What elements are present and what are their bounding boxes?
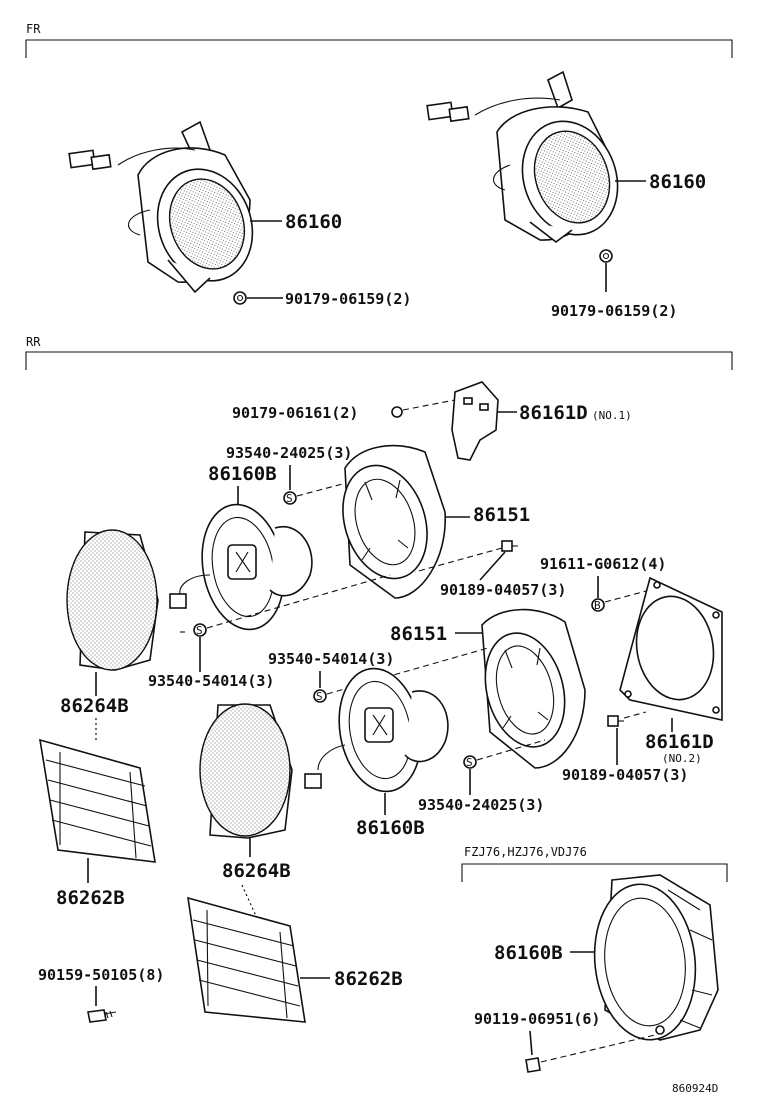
variant-bracket: [461, 863, 728, 882]
bolt-marker-icon: B: [594, 599, 601, 612]
label-fr-speaker-right: 86160: [649, 171, 706, 193]
label-variant: FZJ76,HZJ76,VDJ76: [464, 845, 587, 859]
label-box-lower: 86151: [390, 623, 447, 645]
label-cover-lower: 86264B: [222, 860, 291, 882]
nut-bracket-icon: [391, 406, 403, 418]
label-clip-lower: 90189-04057(3): [562, 766, 688, 784]
label-bracket-no1-part: 86161D: [519, 402, 588, 424]
section-label-front: FR: [26, 22, 41, 36]
screw-marker-icon-3: S: [316, 690, 323, 703]
label-grille-upper: 86262B: [56, 887, 125, 909]
speaker-box-lower: [481, 608, 586, 769]
speaker-box-upper: [342, 445, 446, 599]
label-grille-lower: 86262B: [334, 968, 403, 990]
label-clip-upper: 90189-04057(3): [440, 581, 566, 599]
label-fr-nut-left: 90179-06159(2): [285, 290, 411, 308]
label-nut-bracket: 90179-06161(2): [232, 404, 358, 422]
label-screw-upper-speaker: 93540-54014(3): [148, 672, 274, 690]
cover-lower: [199, 703, 293, 839]
label-fr-speaker-left: 86160: [285, 211, 342, 233]
screw-lower-speaker-icon: S: [313, 689, 327, 703]
label-screw-upper-box: 93540-24025(3): [226, 444, 352, 462]
section-bracket-rear: [25, 351, 733, 370]
screw-marker-icon-4: S: [466, 756, 473, 769]
variant-screw-icon: [525, 1057, 541, 1073]
speaker-upper: [169, 503, 313, 631]
clip-upper-icon: [501, 540, 518, 552]
label-cover-upper: 86264B: [60, 695, 129, 717]
label-variant-speaker: 86160B: [494, 942, 563, 964]
grille-upper: [39, 738, 156, 863]
fr-speaker-left: [68, 120, 254, 294]
fr-speaker-right: [426, 70, 619, 244]
section-bracket-front: [25, 39, 733, 58]
variant-speaker: [593, 874, 719, 1041]
screw-marker-icon: S: [286, 492, 293, 505]
diagram-code: 860924D: [672, 1082, 718, 1095]
fr-nut-left-icon: [233, 291, 247, 305]
screw-upper-box-icon: S: [283, 491, 297, 505]
speaker-lower: [304, 667, 449, 793]
screw-upper-speaker-icon: S: [193, 623, 207, 637]
section-label-rear: RR: [26, 335, 41, 349]
label-bolt-grille: 90159-50105(8): [38, 966, 164, 984]
bolt-b-icon: B: [591, 598, 605, 612]
label-speaker-upper: 86160B: [208, 463, 277, 485]
label-variant-screw: 90119-06951(6): [474, 1010, 600, 1028]
bracket-no2: [619, 576, 723, 721]
fr-nut-right-icon: [599, 249, 613, 263]
label-bolt-b: 91611-G0612(4): [540, 555, 666, 573]
label-bracket-no2-note: (NO.2): [662, 752, 702, 765]
cover-upper: [66, 529, 159, 671]
clip-lower-icon: [607, 715, 624, 727]
label-bracket-no2-part: 86161D: [645, 731, 714, 753]
bracket-no1: [451, 381, 499, 461]
grille-lower: [187, 896, 306, 1023]
label-fr-nut-right: 90179-06159(2): [551, 302, 677, 320]
label-screw-lower-speaker: 93540-54014(3): [268, 650, 394, 668]
label-bracket-no1-note: (NO.1): [592, 409, 632, 422]
screw-lower-box-icon: S: [463, 755, 477, 769]
bolt-grille-icon: [87, 1009, 117, 1023]
label-screw-lower-box: 93540-24025(3): [418, 796, 544, 814]
screw-marker-icon-2: S: [196, 624, 203, 637]
label-box-upper: 86151: [473, 504, 530, 526]
label-speaker-lower: 86160B: [356, 817, 425, 839]
